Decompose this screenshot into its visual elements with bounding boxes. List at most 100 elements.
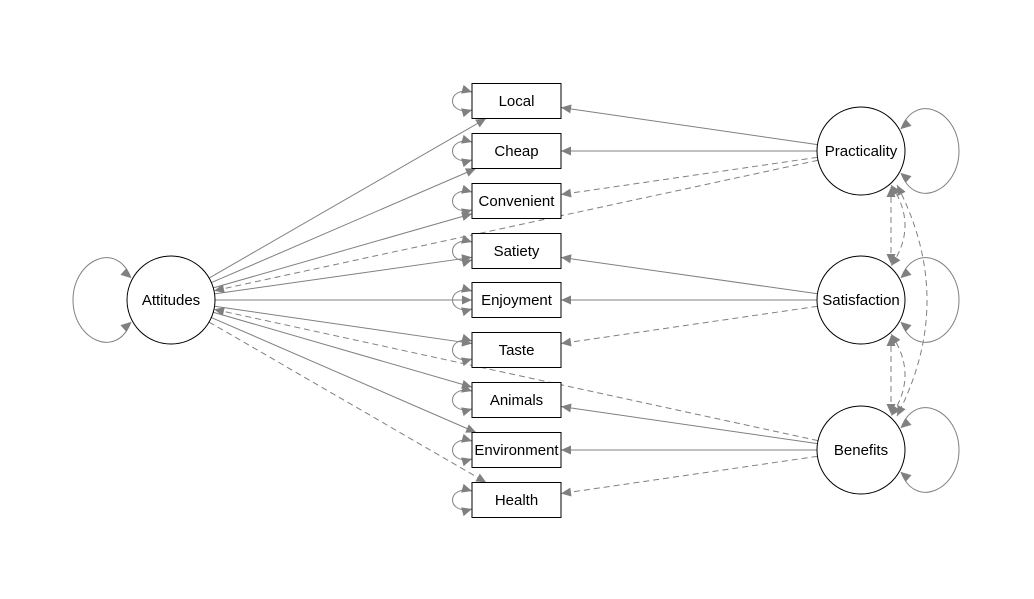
edge-benefits-health xyxy=(560,455,818,495)
edge-practicality-convenient xyxy=(560,156,818,196)
covariance-practicality-satisfaction xyxy=(890,184,906,267)
latent-circle-practicality xyxy=(816,106,906,196)
residual-head-convenient-a xyxy=(461,184,472,194)
arrowhead-satisfaction-enjoyment xyxy=(561,295,571,305)
covariance-inner-head-practicality xyxy=(886,187,896,197)
indicator-label-convenient: Convenient xyxy=(479,193,556,210)
residual-head-enjoyment-a xyxy=(461,283,472,293)
edge-satisfaction-taste xyxy=(560,305,818,345)
indicator-box-enjoyment xyxy=(471,282,562,318)
residual-head-health-b xyxy=(461,507,472,517)
variance-head-benefits-b xyxy=(901,472,912,482)
variance-loop-benefits xyxy=(900,407,960,493)
covariance-inner-head-benefits xyxy=(886,404,896,414)
residual-head-enjoyment-b xyxy=(461,307,472,317)
variance-head-satisfaction-b xyxy=(901,322,912,332)
latent-label-attitudes: Attitudes xyxy=(142,292,200,309)
covariance-head-practicality xyxy=(897,185,906,196)
latent-node-attitudes: Attitudes xyxy=(126,255,216,345)
arrowhead-benefits-environment xyxy=(561,445,571,455)
indicator-label-enjoyment: Enjoyment xyxy=(481,292,553,309)
indicator-node-convenient: Convenient xyxy=(471,183,562,219)
indicator-node-health: Health xyxy=(471,482,562,518)
covariance-satisfaction-benefits xyxy=(890,333,906,417)
arrowhead-attitudes-environment xyxy=(465,424,477,433)
latent-node-benefits: Benefits xyxy=(816,405,906,495)
edge-satisfaction-satiety xyxy=(560,256,818,295)
arrowhead-benefits-animals xyxy=(561,403,572,413)
edge-attitudes-taste xyxy=(214,305,473,345)
residual-loop-cheap xyxy=(452,140,473,162)
residual-head-satiety-b xyxy=(461,258,472,268)
loops-layer xyxy=(72,90,960,511)
residual-head-cheap-a xyxy=(461,134,472,144)
latent-label-benefits: Benefits xyxy=(834,442,888,459)
indicator-box-convenient xyxy=(471,183,562,219)
indicator-box-satiety xyxy=(471,233,562,269)
residual-loop-environment xyxy=(452,439,473,461)
residual-head-satiety-a xyxy=(461,234,472,244)
residual-loop-taste xyxy=(452,339,473,361)
indicator-label-health: Health xyxy=(495,492,538,509)
residual-head-animals-b xyxy=(461,407,472,417)
indicator-node-environment: Environment xyxy=(471,432,562,468)
latent-circle-attitudes xyxy=(126,255,216,345)
indicator-node-satiety: Satiety xyxy=(471,233,562,269)
indicator-box-taste xyxy=(471,332,562,368)
indicator-label-satiety: Satiety xyxy=(494,243,540,260)
indicator-label-taste: Taste xyxy=(499,342,535,359)
residual-head-taste-a xyxy=(461,333,472,343)
latent-label-satisfaction: Satisfaction xyxy=(822,292,900,309)
residual-head-environment-b xyxy=(461,457,472,467)
arrowhead-attitudes-local xyxy=(475,118,487,128)
edge-attitudes-health xyxy=(208,321,487,483)
indicator-label-animals: Animals xyxy=(490,392,543,409)
indicator-node-taste: Taste xyxy=(471,332,562,368)
latent-label-practicality: Practicality xyxy=(825,143,898,160)
variance-loop-practicality xyxy=(900,108,960,194)
variance-head-attitudes-b xyxy=(120,322,131,332)
arrowhead-benefits-attitudes xyxy=(213,307,225,316)
latent-circle-satisfaction xyxy=(816,255,906,345)
indicator-node-animals: Animals xyxy=(471,382,562,418)
edge-attitudes-local xyxy=(208,118,487,279)
edges-layer xyxy=(120,84,928,517)
edge-attitudes-environment xyxy=(211,317,477,433)
variance-head-practicality-b xyxy=(901,173,912,183)
edge-practicality-attitudes xyxy=(213,159,819,292)
indicator-box-cheap xyxy=(471,133,562,169)
variance-head-benefits-a xyxy=(901,418,912,428)
arrowhead-attitudes-cheap xyxy=(464,168,476,177)
indicator-box-health xyxy=(471,482,562,518)
covariance-practicality-benefits xyxy=(896,184,928,417)
residual-loop-satiety xyxy=(452,240,473,262)
covariance-inner-head-satisfaction xyxy=(886,254,896,264)
residual-loop-animals xyxy=(452,389,473,411)
edge-attitudes-satiety xyxy=(214,256,473,295)
edge-attitudes-animals xyxy=(213,311,473,388)
arrowhead-practicality-attitudes xyxy=(214,284,225,294)
arrowhead-satisfaction-taste xyxy=(561,337,572,347)
covariance-head-benefits xyxy=(897,405,906,416)
latent-circle-benefits xyxy=(816,405,906,495)
indicator-node-local: Local xyxy=(471,83,562,119)
arrowhead-satisfaction-satiety xyxy=(561,254,572,264)
arrowhead-practicality-convenient xyxy=(561,188,572,198)
indicator-box-environment xyxy=(471,432,562,468)
residual-head-local-a xyxy=(461,84,472,94)
variance-head-satisfaction-a xyxy=(901,268,912,278)
edge-practicality-local xyxy=(560,106,818,146)
arrowhead-practicality-cheap xyxy=(561,146,571,156)
residual-loop-health xyxy=(452,489,473,511)
residual-head-local-b xyxy=(461,108,472,118)
edge-benefits-attitudes xyxy=(213,308,819,442)
variance-loop-satisfaction xyxy=(900,257,960,343)
residual-loop-convenient xyxy=(452,190,473,212)
residual-head-cheap-b xyxy=(461,158,472,168)
indicator-node-cheap: Cheap xyxy=(471,133,562,169)
latent-node-practicality: Practicality xyxy=(816,106,906,196)
indicator-box-animals xyxy=(471,382,562,418)
latent-node-satisfaction: Satisfaction xyxy=(816,255,906,345)
residual-loop-enjoyment xyxy=(452,289,473,311)
